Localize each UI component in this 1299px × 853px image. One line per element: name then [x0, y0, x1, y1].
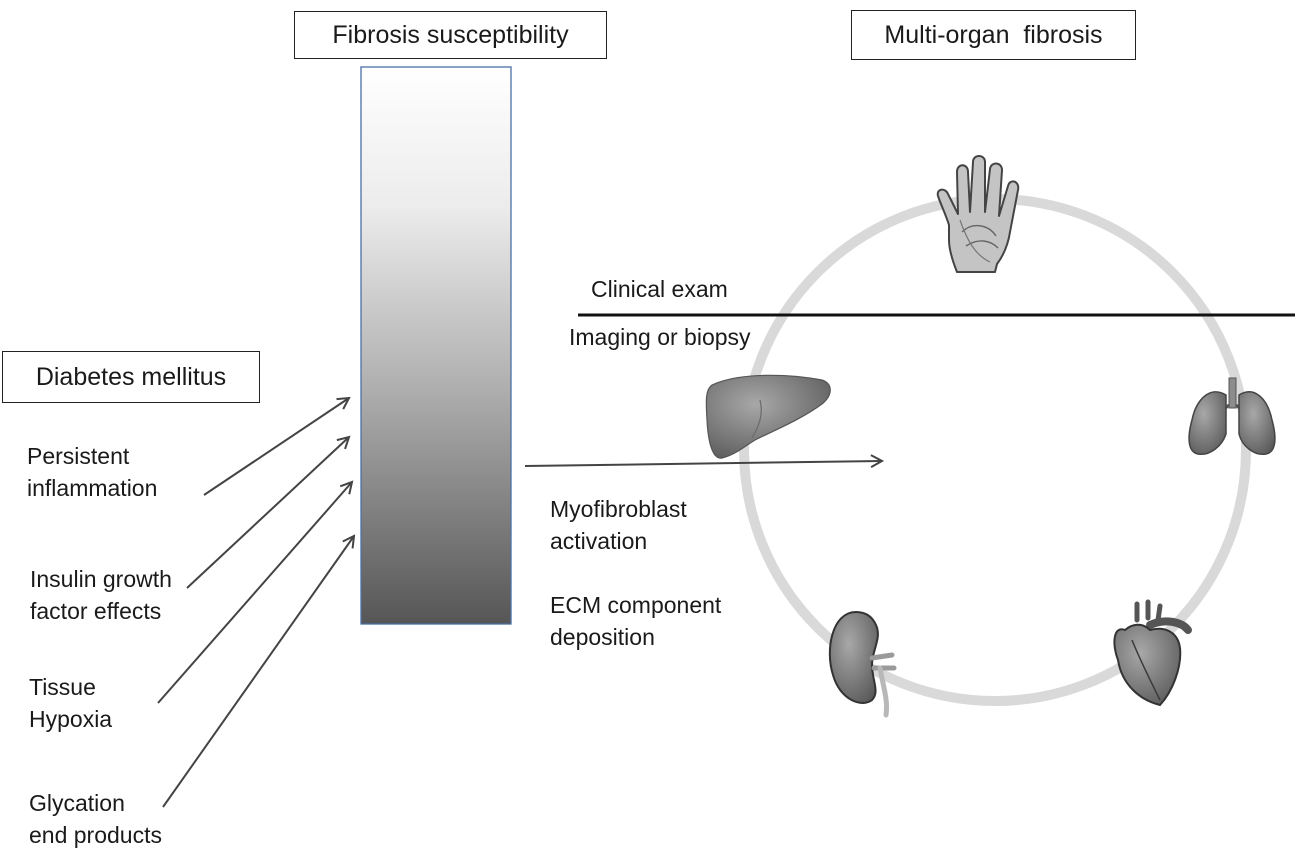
factor-inflammation-line2: inflammation	[27, 475, 158, 501]
lungs-icon	[1188, 377, 1276, 455]
glycation-arrow	[162, 536, 354, 808]
factor-glycation-line1: Glycation	[29, 790, 125, 816]
fibrosis-progression-arrow	[524, 461, 882, 466]
fibrosis-susceptibility-title-text: Fibrosis susceptibility	[332, 20, 569, 49]
hypoxia-arrow	[157, 482, 352, 704]
liver-icon	[705, 374, 831, 459]
insulin-growth-arrow	[186, 437, 349, 589]
factor-hypoxia: Tissue Hypoxia	[29, 671, 112, 735]
factor-inflammation: Persistent inflammation	[27, 440, 157, 504]
mechanism-myofibroblast-line2: activation	[550, 528, 648, 554]
multi-organ-fibrosis-title: Multi-organ fibrosis	[851, 10, 1136, 60]
diabetes-mellitus-box: Diabetes mellitus	[2, 351, 260, 403]
heart-icon	[1113, 599, 1192, 707]
susceptibility-gradient-bar	[360, 66, 512, 625]
mechanism-myofibroblast: Myofibroblast activation	[550, 493, 687, 557]
fibrosis-susceptibility-title: Fibrosis susceptibility	[294, 11, 607, 59]
multi-organ-fibrosis-title-text: Multi-organ fibrosis	[884, 20, 1103, 49]
inflammation-arrow	[203, 398, 349, 496]
factor-glycation-line2: end products	[29, 822, 162, 848]
factor-hypoxia-line2: Hypoxia	[29, 706, 113, 732]
mechanism-ecm-line1: ECM component	[550, 592, 722, 618]
factor-hypoxia-line1: Tissue	[29, 674, 96, 700]
factor-glycation: Glycation end products	[29, 787, 162, 851]
hand-icon	[936, 155, 1020, 273]
factor-insulin-growth-line2: factor effects	[30, 598, 162, 624]
mechanism-ecm: ECM component deposition	[550, 589, 721, 653]
mechanism-ecm-line2: deposition	[550, 624, 655, 650]
factor-inflammation-line1: Persistent	[27, 443, 130, 469]
organ-ring	[739, 194, 1251, 706]
kidney-icon	[828, 610, 897, 718]
factor-insulin-growth-line1: Insulin growth	[30, 566, 172, 592]
factor-insulin-growth: Insulin growth factor effects	[30, 563, 172, 627]
mechanism-myofibroblast-line1: Myofibroblast	[550, 496, 687, 522]
diabetes-mellitus-text: Diabetes mellitus	[35, 362, 227, 391]
clinical-exam-label: Clinical exam	[591, 276, 728, 302]
imaging-biopsy-label: Imaging or biopsy	[569, 324, 751, 350]
